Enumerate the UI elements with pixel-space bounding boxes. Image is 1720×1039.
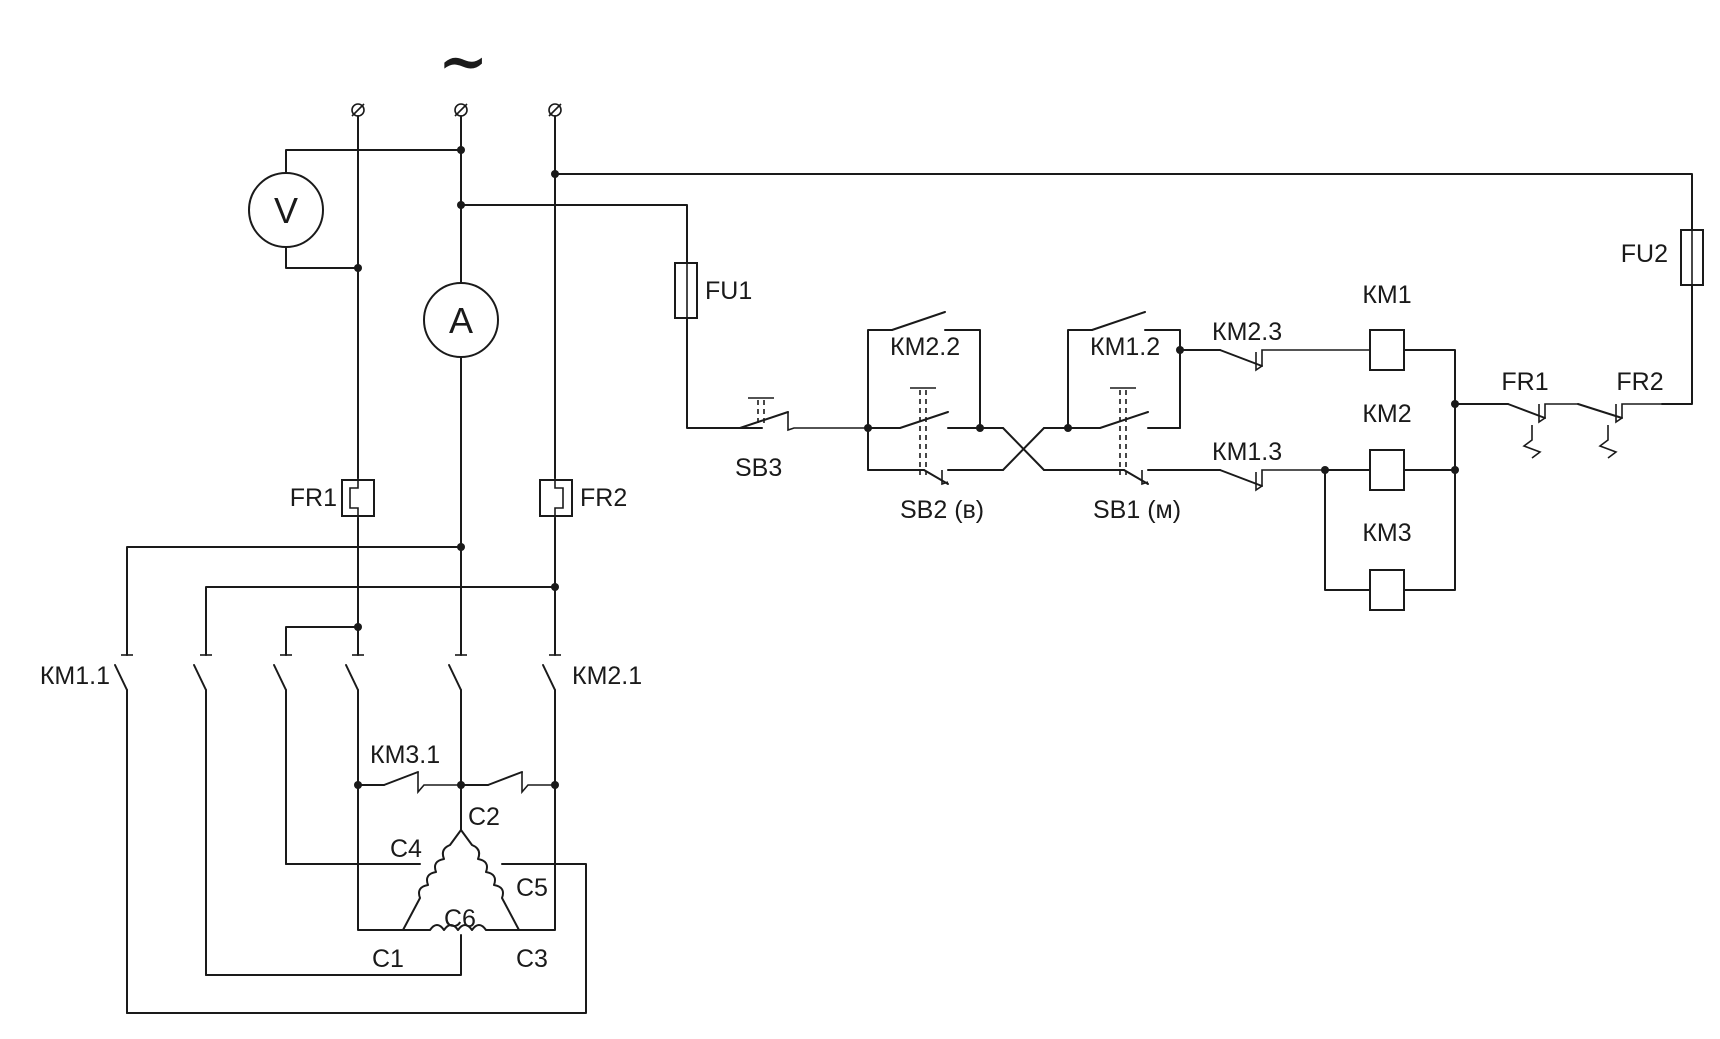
contact-km2-1a: [345, 644, 364, 786]
power-wiring: [126, 115, 1693, 648]
contact-km1-1c: [273, 646, 292, 865]
sb3-label: SB3: [735, 454, 782, 482]
voltmeter-symbol: V: [274, 190, 298, 231]
km2-1-label: КМ2.1: [572, 662, 642, 690]
km1-3-label: КМ1.3: [1212, 438, 1282, 466]
c2-label: C2: [468, 803, 500, 831]
km1-coil-label: КМ1: [1362, 281, 1411, 309]
km1-coil: [1369, 329, 1405, 371]
c4-label: C4: [390, 835, 422, 863]
sb1-label: SB1 (м): [1093, 496, 1181, 524]
sb2-label: SB2 (в): [900, 496, 984, 524]
c3-label: C3: [516, 945, 548, 973]
fr2-heater: [539, 478, 573, 518]
control-wiring: [739, 311, 1662, 591]
junction-dots: [354, 146, 1459, 789]
fu1-fuse: [674, 262, 763, 429]
km3-coil-label: КМ3: [1362, 519, 1411, 547]
c5-label: C5: [516, 874, 548, 902]
fu1-label: FU1: [705, 277, 752, 305]
fr2-trip-symbol: [1598, 425, 1618, 459]
km2-coil-label: КМ2: [1362, 400, 1411, 428]
fr1-trip-symbol: [1522, 425, 1542, 459]
supply-terminals: [351, 103, 562, 117]
km3-1-label: КМ3.1: [370, 741, 440, 769]
fr2-contact-label: FR2: [1616, 368, 1663, 396]
fu2-fuse: [1661, 229, 1704, 405]
km3-coil: [1369, 569, 1405, 611]
motor-windings: [126, 784, 587, 1014]
km2-coil: [1369, 449, 1405, 491]
ac-supply-symbol: ~: [438, 27, 488, 97]
fr2-heater-label: FR2: [580, 484, 627, 512]
km1-2-label: КМ1.2: [1090, 333, 1160, 361]
contact-km2-1b: [448, 644, 467, 786]
fr1-heater: [341, 478, 375, 518]
c1-label: C1: [372, 945, 404, 973]
km3-1-contacts: [357, 771, 555, 795]
km2-3-label: КМ2.3: [1212, 318, 1282, 346]
contact-km1-1a: [114, 646, 133, 1014]
c6-label: C6: [444, 905, 476, 933]
voltmeter: V: [248, 172, 324, 248]
fr1-contact-label: FR1: [1501, 368, 1548, 396]
fr1-heater-label: FR1: [290, 484, 337, 512]
ammeter: A: [423, 282, 499, 358]
contact-km1-1b: [193, 646, 212, 976]
km1-1-label: КМ1.1: [40, 662, 110, 690]
ammeter-symbol: A: [449, 300, 473, 341]
main-contacts: [114, 644, 561, 1014]
fu2-label: FU2: [1621, 240, 1668, 268]
contact-km2-1c: [542, 644, 561, 786]
km2-2-label: КМ2.2: [890, 333, 960, 361]
